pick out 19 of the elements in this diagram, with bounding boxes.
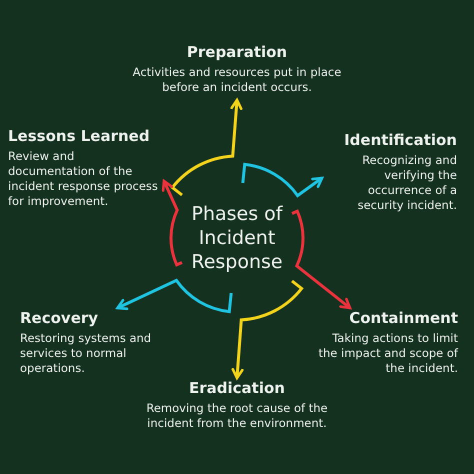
cycle-arrow: [241, 162, 324, 198]
phase-description: Review and documentation of the incident response process for improvement.: [8, 149, 159, 209]
cycle-arrow: [232, 280, 304, 380]
cycle-arrow: [162, 180, 183, 266]
phase-description: Taking actions to limit the impact and scope of the incident.: [317, 331, 458, 376]
phase-heading: Containment: [348, 308, 458, 328]
phase-heading: Preparation: [186, 42, 288, 62]
phase-heading: Identification: [343, 130, 457, 150]
cycle-arrow: [291, 210, 352, 310]
phase-description: Restoring systems and services to normal operations.: [20, 331, 152, 376]
phase-heading: Lessons Learned: [8, 126, 151, 146]
phase-heading: Eradication: [188, 378, 286, 398]
cycle-arrow: [170, 98, 242, 196]
center-title: Phases of Incident Response: [182, 183, 292, 293]
phase-description: Activities and resources put in place before an incident occurs.: [132, 65, 342, 95]
phase-heading: Recovery: [20, 308, 100, 328]
phase-description: Removing the root cause of the incident from the environment.: [145, 401, 329, 431]
phase-description: Recognizing and verifying the occurrence of a security incident.: [356, 153, 457, 213]
cycle-arrow: [116, 278, 233, 314]
